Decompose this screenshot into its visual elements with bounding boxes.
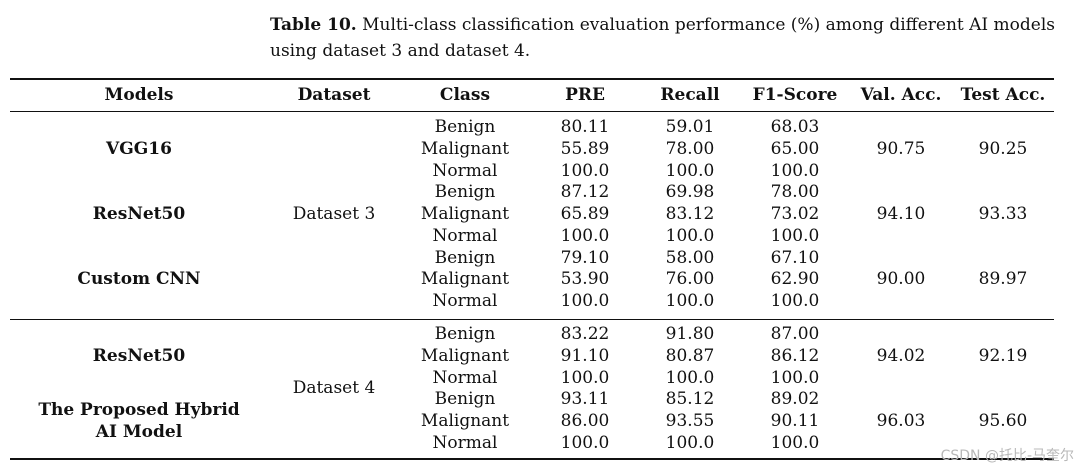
header-val-acc: Val. Acc. [860, 85, 942, 105]
val-acc-value: 90.75 [876, 138, 926, 159]
f1-value: 86.12 [770, 345, 820, 366]
recall-value: 85.12 [665, 389, 715, 410]
class-label: Benign [434, 324, 496, 344]
header-pre: PRE [565, 85, 605, 105]
f1-value: 78.00 [770, 182, 820, 203]
watermark: CSDN @托比-马奎尔 [940, 448, 1074, 464]
table-bottom-rule [10, 458, 1054, 460]
recall-value: 100.0 [665, 367, 715, 388]
recall-value: 100.0 [665, 160, 715, 181]
recall-value: 76.00 [665, 269, 715, 290]
pre-value: 79.10 [560, 247, 610, 268]
val-acc-value: 94.02 [876, 345, 926, 366]
f1-value: 73.02 [770, 204, 820, 224]
recall-value: 69.98 [665, 182, 715, 203]
test-acc-value: 93.33 [978, 204, 1028, 224]
test-acc-value: 95.60 [978, 411, 1028, 431]
pre-value: 65.89 [560, 204, 610, 224]
f1-value: 100.0 [770, 225, 820, 246]
class-label: Normal [432, 225, 498, 246]
recall-value: 91.80 [665, 324, 715, 344]
table-group-divider [10, 319, 1054, 320]
table-caption: Table 10. Multi-class classification eva… [270, 12, 1070, 64]
f1-value: 90.11 [770, 411, 820, 431]
table-header-rule [10, 111, 1054, 112]
header-dataset: Dataset [297, 85, 371, 105]
pre-value: 100.0 [560, 291, 610, 311]
header-recall: Recall [660, 85, 720, 105]
class-label: Malignant [420, 411, 510, 431]
class-label: Malignant [420, 345, 510, 366]
pre-value: 100.0 [560, 160, 610, 181]
val-acc-value: 94.10 [876, 204, 926, 224]
model-name: Custom CNN [77, 268, 200, 290]
class-label: Benign [434, 247, 496, 268]
class-label: Malignant [420, 138, 510, 159]
pre-value: 83.22 [560, 324, 610, 344]
recall-value: 100.0 [665, 432, 715, 453]
f1-value: 67.10 [770, 247, 820, 268]
f1-value: 87.00 [770, 324, 820, 344]
model-name: ResNet50 [93, 345, 185, 367]
class-label: Normal [432, 432, 498, 453]
f1-value: 65.00 [770, 138, 820, 159]
header-class: Class [439, 85, 491, 105]
class-label: Benign [434, 182, 496, 203]
model-name-line: ResNet50 [92, 345, 186, 366]
model-name-line: VGG16 [106, 138, 172, 159]
f1-value: 62.90 [770, 269, 820, 290]
recall-value: 100.0 [665, 291, 715, 311]
f1-value: 89.02 [770, 389, 820, 410]
f1-value: 68.03 [770, 117, 820, 137]
val-acc-value: 96.03 [876, 411, 926, 431]
recall-value: 93.55 [665, 411, 715, 431]
test-acc-value: 92.19 [978, 345, 1028, 366]
caption-label: Table 10. [270, 15, 357, 35]
pre-value: 93.11 [560, 389, 610, 410]
dataset-label: Dataset 4 [292, 378, 376, 399]
pre-value: 53.90 [560, 269, 610, 290]
recall-value: 59.01 [665, 117, 715, 137]
recall-value: 80.87 [665, 345, 715, 366]
class-label: Normal [432, 291, 498, 311]
recall-value: 58.00 [665, 247, 715, 268]
recall-value: 100.0 [665, 225, 715, 246]
class-label: Benign [434, 117, 496, 137]
header-models: Models [104, 85, 174, 105]
class-label: Normal [432, 367, 498, 388]
model-name-line: The Proposed Hybrid [38, 400, 240, 420]
f1-value: 100.0 [770, 367, 820, 388]
class-label: Benign [434, 389, 496, 410]
pre-value: 86.00 [560, 411, 610, 431]
pre-value: 100.0 [560, 432, 610, 453]
class-label: Malignant [420, 269, 510, 290]
test-acc-value: 89.97 [978, 269, 1028, 290]
dataset-label: Dataset 3 [292, 204, 376, 224]
header-test-acc: Test Acc. [960, 85, 1046, 105]
model-name: VGG16 [106, 138, 172, 160]
model-name-line: Custom CNN [77, 269, 201, 290]
recall-value: 83.12 [665, 204, 715, 224]
class-label: Malignant [420, 204, 510, 224]
f1-value: 100.0 [770, 432, 820, 453]
table-top-rule [10, 78, 1054, 80]
pre-value: 91.10 [560, 345, 610, 366]
f1-value: 100.0 [770, 160, 820, 181]
pre-value: 87.12 [560, 182, 610, 203]
recall-value: 78.00 [665, 138, 715, 159]
header-f1-score: F1-Score [752, 85, 838, 105]
pre-value: 100.0 [560, 367, 610, 388]
pre-value: 55.89 [560, 138, 610, 159]
caption-text: Multi-class classification evaluation pe… [270, 15, 1056, 61]
class-label: Normal [432, 160, 498, 181]
f1-value: 100.0 [770, 291, 820, 311]
pre-value: 100.0 [560, 225, 610, 246]
model-name-line: AI Model [95, 422, 183, 442]
val-acc-value: 90.00 [876, 269, 926, 290]
pre-value: 80.11 [560, 117, 610, 137]
test-acc-value: 90.25 [978, 138, 1028, 159]
model-name-line: ResNet50 [92, 204, 186, 224]
model-name: ResNet50 [93, 203, 185, 225]
